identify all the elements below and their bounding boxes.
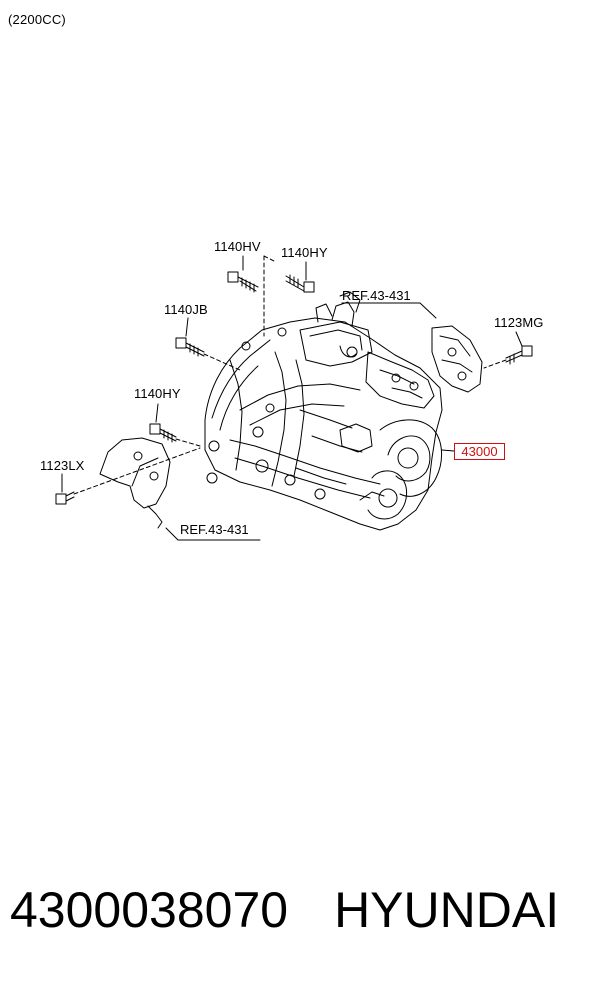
bolt-1123lx-shape <box>55 491 75 505</box>
label-1140hy-left: 1140HY <box>134 386 181 401</box>
left-bracket <box>99 437 171 529</box>
ref-label-top: REF.43-431 <box>342 288 411 303</box>
footer-title: 4300038070 HYUNDAI <box>10 880 559 940</box>
bolt-1140jb-shape <box>175 337 205 357</box>
footer-brand: HYUNDAI <box>334 882 560 938</box>
transmission-housing <box>204 291 443 531</box>
diagram-caption: (2200CC) <box>8 12 66 27</box>
label-1140hy-top: 1140HY <box>281 245 328 260</box>
footer-part-number: 4300038070 <box>10 882 289 938</box>
ref-label-bottom: REF.43-431 <box>180 522 249 537</box>
label-1140hv: 1140HV <box>214 239 261 254</box>
bolt-1140hv-shape <box>227 271 259 293</box>
label-1123mg: 1123MG <box>494 315 544 330</box>
bolt-1140hy-top-shape <box>285 274 315 293</box>
bolt-1123mg-shape <box>505 345 533 365</box>
bolt-1140hy-left-shape <box>149 423 177 443</box>
label-1123lx: 1123LX <box>40 458 85 473</box>
right-bracket <box>431 325 483 393</box>
label-1140jb: 1140JB <box>164 302 208 317</box>
part-number-highlight: 43000 <box>454 443 505 460</box>
